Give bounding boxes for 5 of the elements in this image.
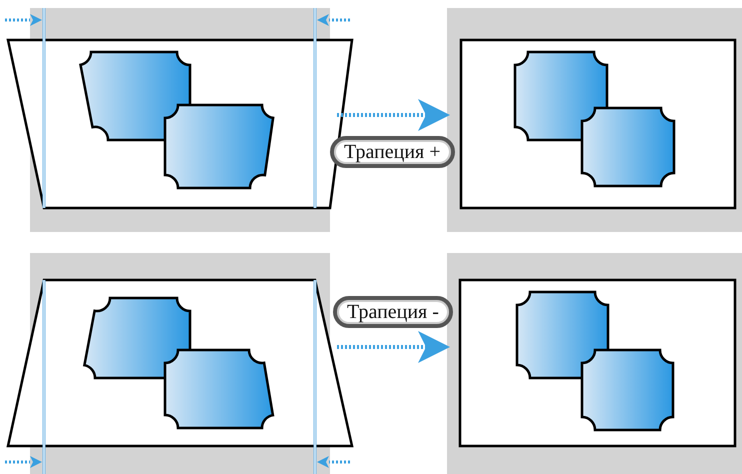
arrow	[337, 331, 450, 363]
edge-label: Трапеция +	[330, 136, 455, 168]
edge-label: Трапеция -	[333, 296, 453, 328]
keystone-screen-drawing	[447, 8, 742, 232]
keystone-screen-drawing	[447, 253, 742, 474]
